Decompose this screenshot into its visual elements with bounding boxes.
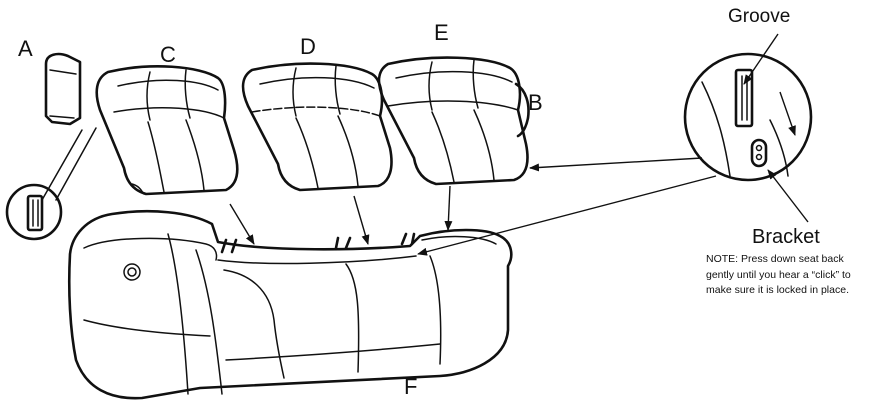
backrest-c bbox=[95, 65, 239, 196]
backrest-d bbox=[241, 62, 393, 192]
arrow-detail-to-backrest bbox=[529, 157, 703, 172]
label-d: D bbox=[300, 34, 316, 59]
arrow-detail-to-bracket bbox=[417, 175, 717, 256]
sofa-base-f bbox=[67, 209, 513, 400]
detail-circle-left bbox=[5, 183, 63, 241]
arrow-e-to-base bbox=[444, 185, 453, 231]
label-e: E bbox=[434, 20, 449, 45]
arrow-c-to-base bbox=[229, 203, 255, 245]
label-groove: Groove bbox=[728, 6, 791, 27]
detail-circle-right bbox=[683, 52, 813, 182]
backrest-e bbox=[377, 56, 530, 186]
label-bracket: Bracket bbox=[752, 226, 820, 248]
part-a-armrest-cover bbox=[44, 52, 82, 126]
part-a-callout-line-2 bbox=[55, 127, 97, 201]
assembly-note: NOTE: Press down seat back gently until … bbox=[706, 253, 851, 296]
label-a: A bbox=[18, 36, 33, 61]
bracket-pointer bbox=[767, 169, 809, 223]
arrow-d-to-base bbox=[353, 195, 370, 245]
label-f: F bbox=[404, 374, 418, 399]
label-b: B bbox=[528, 90, 543, 115]
groove-pointer bbox=[743, 33, 779, 85]
label-c: C bbox=[160, 42, 176, 67]
